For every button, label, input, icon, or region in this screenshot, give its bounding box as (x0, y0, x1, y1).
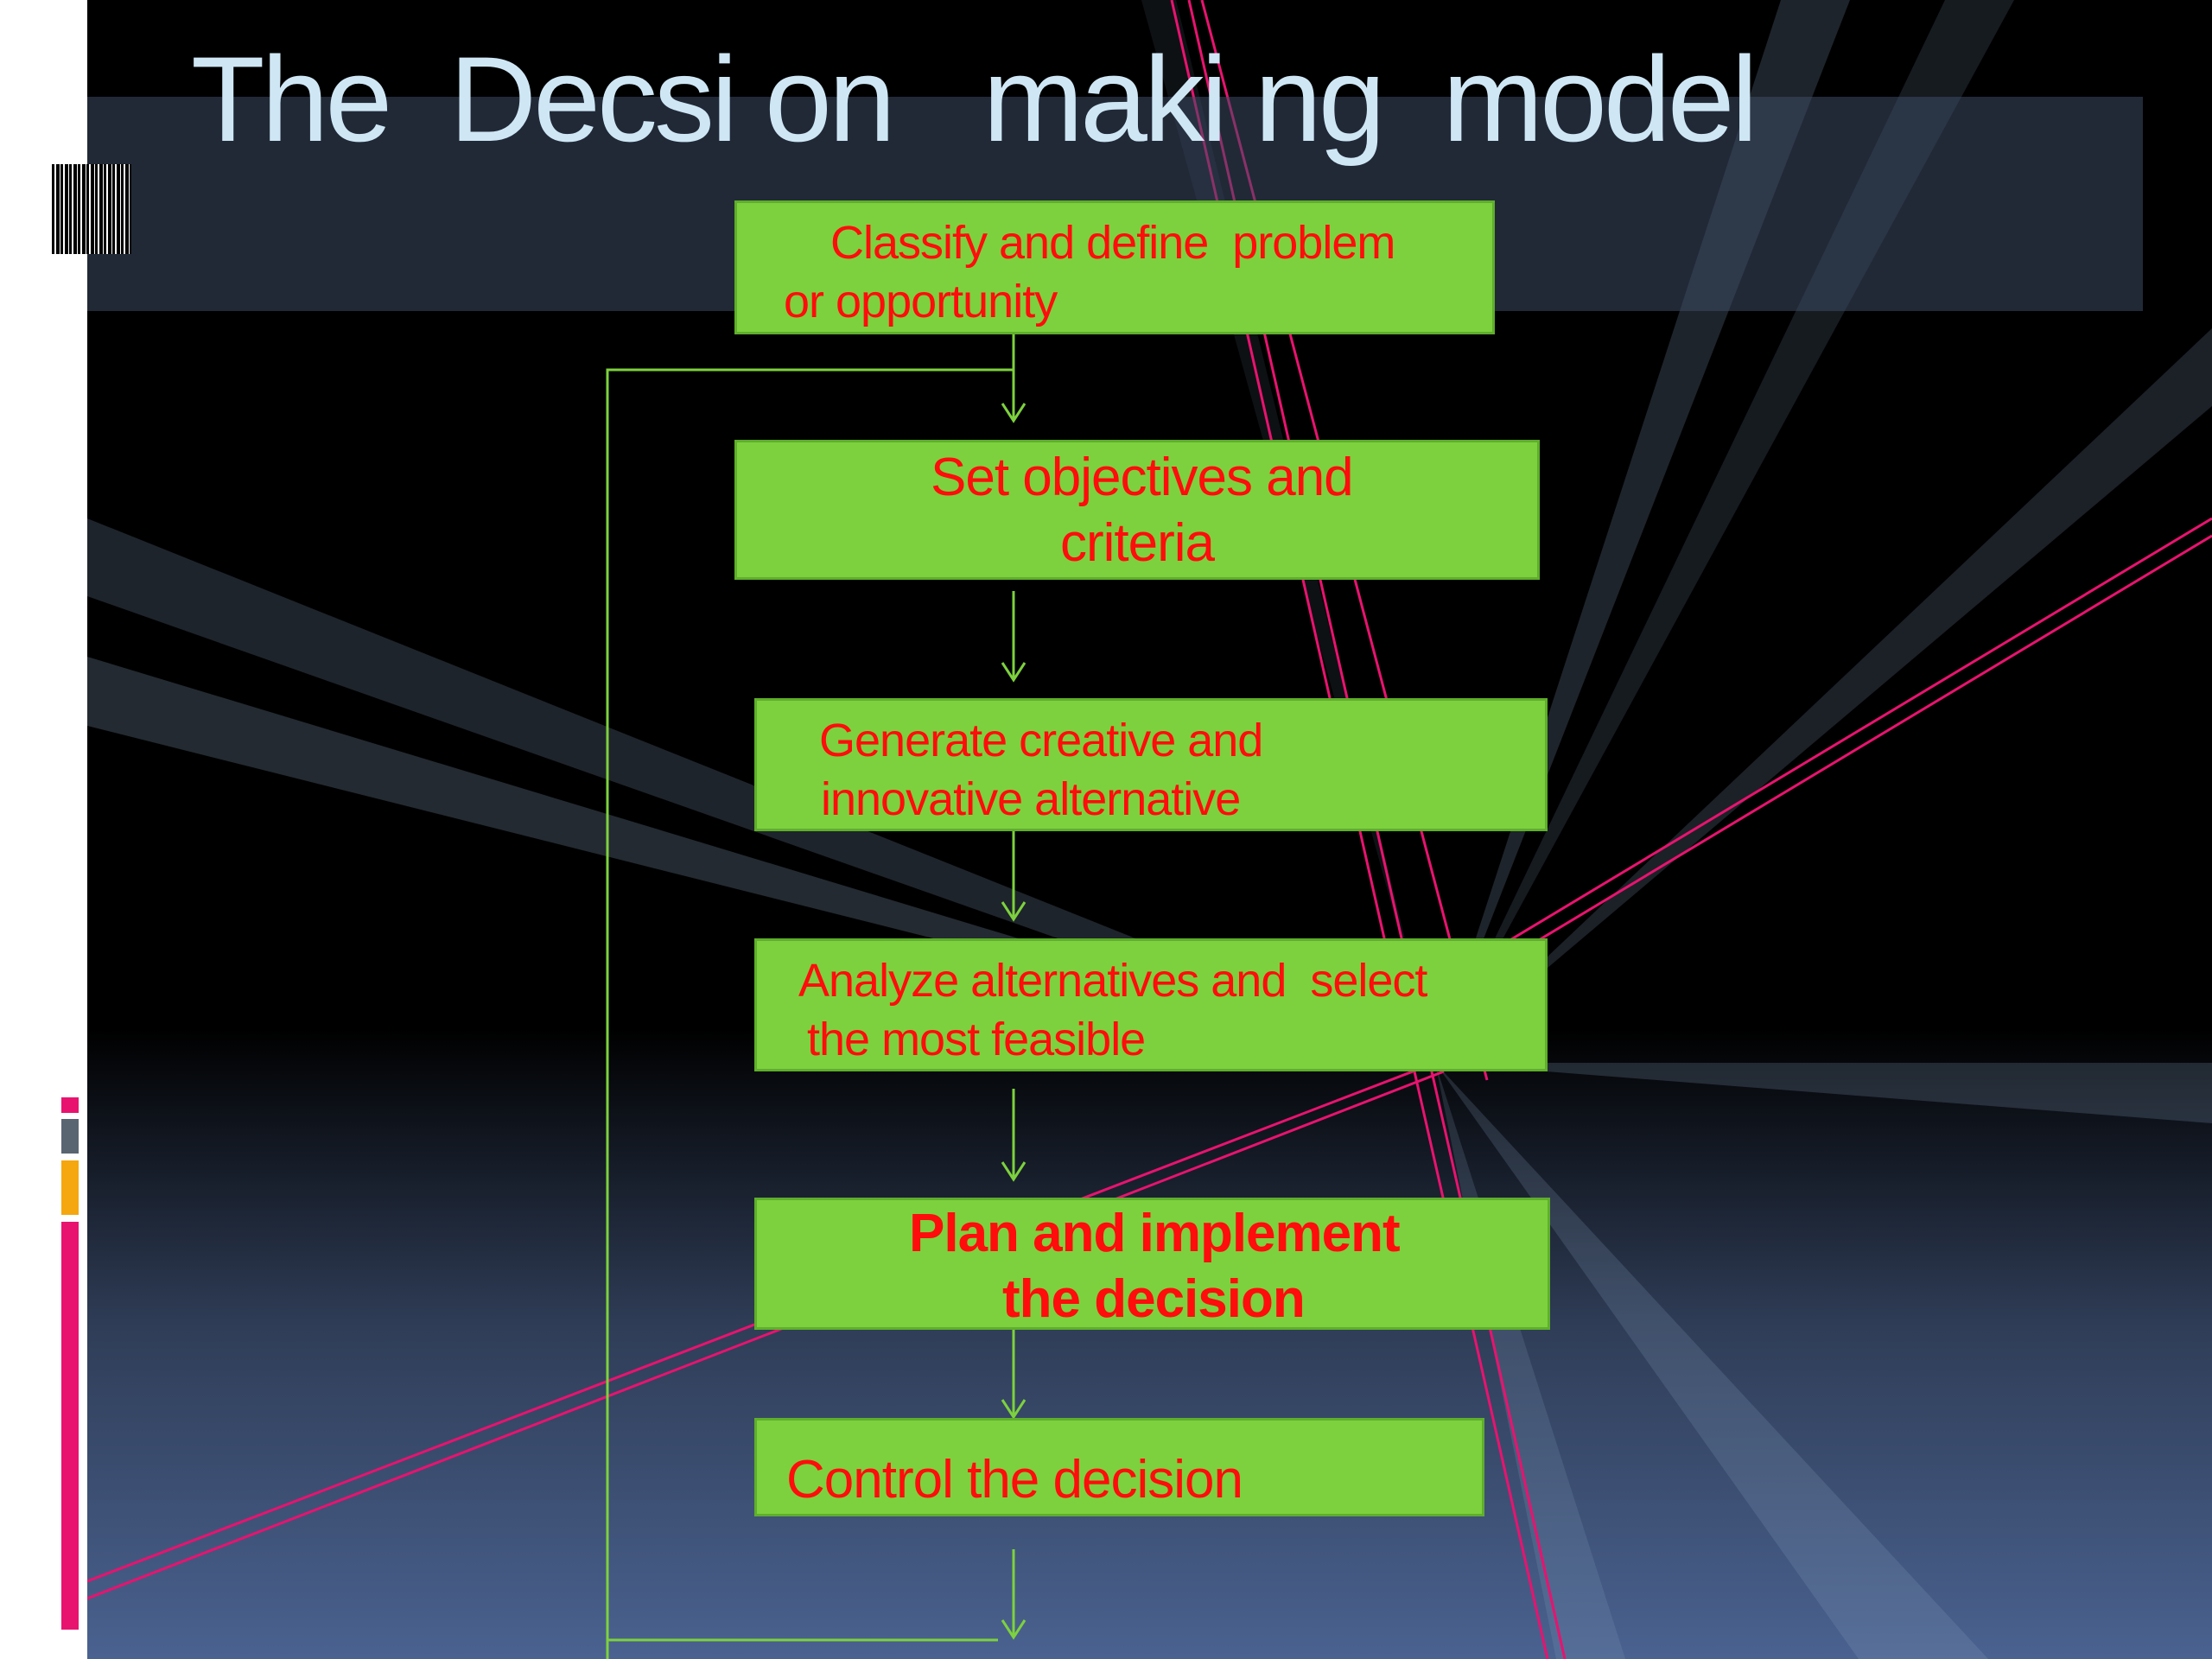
accent-bar-orange (61, 1160, 79, 1215)
step-5-line-1: Plan and implement (909, 1204, 1401, 1263)
slide-title: The Decsi on maki ng model (191, 31, 1758, 167)
step-classify-problem: Classify and define problem or opportuni… (734, 200, 1495, 334)
step-5-line-2: the decision (1002, 1269, 1306, 1329)
accent-bar-pink-top (61, 1097, 79, 1113)
accent-bar-pink (61, 1222, 79, 1630)
step-4-line-1: Analyze alternatives and select (798, 955, 1427, 1007)
step-3-line-2: innovative alternative (821, 773, 1241, 825)
step-6-line-1: Control the decision (786, 1450, 1243, 1510)
barcode-graphic (52, 164, 131, 254)
step-3-line-1: Generate creative and (819, 715, 1263, 766)
step-1-line-2: or opportunity (784, 276, 1058, 327)
accent-bar-gray (61, 1119, 79, 1154)
step-2-line-2: criteria (1060, 513, 1215, 573)
step-1-line-1: Classify and define problem (830, 217, 1395, 269)
step-2-line-1: Set objectives and (931, 448, 1354, 507)
step-control-decision: Control the decision (754, 1418, 1484, 1516)
step-plan-implement: Plan and implement the decision (754, 1198, 1550, 1330)
step-generate-alternatives: Generate creative and innovative alterna… (754, 698, 1548, 831)
step-4-line-2: the most feasible (807, 1014, 1146, 1065)
step-analyze-alternatives: Analyze alternatives and select the most… (754, 938, 1548, 1071)
step-set-objectives: Set objectives and criteria (734, 440, 1540, 580)
